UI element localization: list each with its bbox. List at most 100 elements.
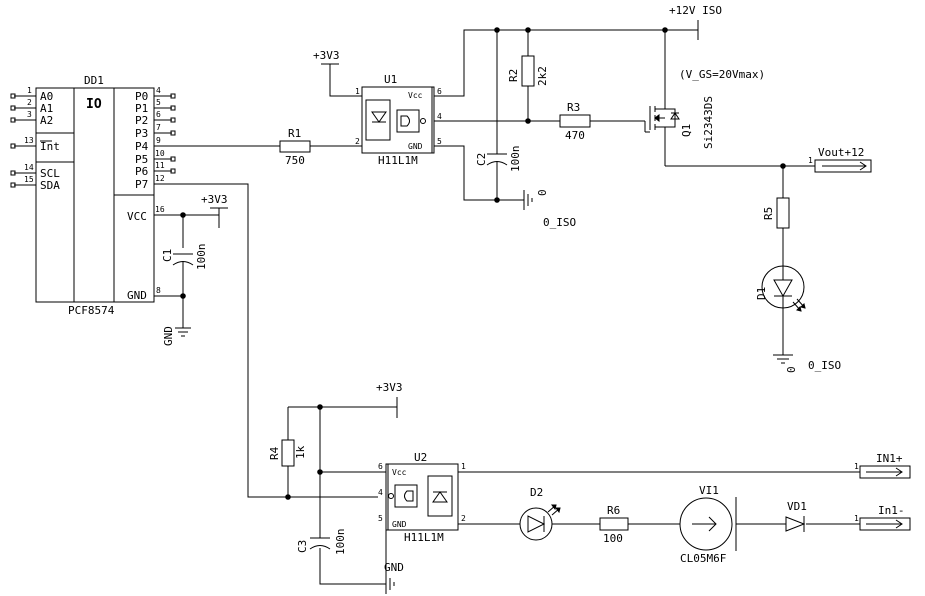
p3v3-label-a: +3V3 [201, 193, 228, 206]
vout-pin: 1 [808, 156, 813, 165]
dd1-vcc-num: 16 [155, 205, 165, 214]
iso-gnd-label: 0_ISO [543, 216, 576, 229]
c1-ref: C1 [161, 249, 174, 262]
r2-ref: R2 [507, 69, 520, 82]
dd1-part: PCF8574 [68, 304, 115, 317]
dd1-pin-name: P1 [135, 102, 148, 115]
r1-val: 750 [285, 154, 305, 167]
dd1-pin-name: SDA [40, 179, 60, 192]
vout-port[interactable]: 1 Vout+12 [808, 146, 872, 173]
q1-note: (V_GS=20Vmax) [679, 68, 765, 81]
dd1-pin-name: P5 [135, 153, 148, 166]
iso-ground-symbol: 0 0_ISO [523, 189, 576, 229]
r1-ref: R1 [288, 127, 301, 140]
c3-val: 100n [334, 529, 347, 556]
iso-gnd-label-2: 0_ISO [808, 359, 841, 372]
c2-ref: C2 [475, 153, 488, 166]
iso-gnd-sym: 0 [536, 189, 549, 196]
dd1-pin-num: 9 [156, 136, 161, 145]
c1-val: 100n [195, 244, 208, 271]
u1-ref: U1 [384, 73, 397, 86]
r4-val: 1k [294, 445, 307, 459]
d2-led[interactable]: D2 [519, 486, 561, 541]
u1-pin5: 5 [437, 137, 442, 146]
r3-ref: R3 [567, 101, 580, 114]
q1-mosfet[interactable]: Q1 Si2343DS (V_GS=20Vmax) [644, 30, 765, 166]
u2-ref: U2 [414, 451, 427, 464]
u2-pin6: 6 [378, 462, 383, 471]
d1-ref: D1 [755, 287, 768, 300]
c3-capacitor[interactable]: C3 100n [296, 529, 347, 556]
r5-resistor[interactable]: R5 [762, 197, 790, 266]
dd1-io-label: IO [86, 97, 102, 112]
in1-plus-port[interactable]: 1 IN1+ [854, 452, 911, 479]
vd1-diode[interactable]: VD1 [785, 500, 807, 532]
dd1-pin-num: 7 [156, 123, 161, 132]
dd1-pin-name: SCL [40, 167, 60, 180]
dd1-gnd-num: 8 [156, 286, 161, 295]
dd1-pin-name: P2 [135, 114, 148, 127]
vi1-current-regulator[interactable]: VI1 CL05M6F [679, 484, 737, 565]
u2-optocoupler[interactable]: U2 H11L1M Vcc GND 6 4 5 1 2 [378, 451, 466, 544]
p3v3-label-b: +3V3 [313, 49, 340, 62]
dd1-pin-num: 3 [27, 110, 32, 119]
gnd-symbol-b: GND [384, 561, 404, 594]
dd1-pin-name: P6 [135, 165, 148, 178]
u1-pin4: 4 [437, 112, 442, 121]
in1p-label: IN1+ [876, 452, 903, 465]
input-nets [458, 471, 860, 525]
q1-ref: Q1 [680, 124, 693, 137]
dd1-pin-name: P3 [135, 127, 148, 140]
r4-ref: R4 [268, 446, 281, 460]
d1-led[interactable]: D1 [755, 265, 806, 355]
c2-val: 100n [509, 146, 522, 173]
r3-val: 470 [565, 129, 585, 142]
dd1-pin-num: 1 [27, 86, 32, 95]
iso-gnd-sym-2: 0 [785, 366, 798, 373]
dd1-pin-num: 11 [155, 161, 165, 170]
vout-label: Vout+12 [818, 146, 864, 159]
r6-resistor[interactable]: R6 100 [599, 504, 629, 545]
r6-ref: R6 [607, 504, 620, 517]
r3-resistor[interactable]: R3 470 [559, 101, 645, 142]
u1-gnd: GND [408, 142, 423, 151]
dd1-pin-name: P7 [135, 178, 148, 191]
r4-resistor[interactable]: R4 1k [268, 439, 307, 467]
dd1-ic[interactable]: DD1 IO PCF8574 [35, 74, 155, 317]
in1m-label: In1- [878, 504, 905, 517]
u1-optocoupler[interactable]: U1 H11L1M Vcc GND 1 2 6 4 5 [355, 73, 442, 167]
u1-vcc: Vcc [408, 91, 423, 100]
u2-gnd: GND [392, 520, 407, 529]
d2-ref: D2 [530, 486, 543, 499]
p12v-iso-label: +12V ISO [669, 4, 722, 17]
dd1-gnd-name: GND [127, 289, 147, 302]
dd1-left-pins: 1 A0 2 A1 3 A2 13 Int 14 SCL 15 SDA [10, 86, 60, 192]
dd1-pin-name: P0 [135, 90, 148, 103]
r1-resistor[interactable]: R1 750 [279, 127, 362, 167]
vd1-ref: VD1 [787, 500, 807, 513]
vi1-part: CL05M6F [680, 552, 726, 565]
in1-minus-port[interactable]: 1 In1- [854, 504, 911, 531]
dd1-pin-name: A2 [40, 114, 53, 127]
u2-pin1: 1 [461, 462, 466, 471]
u2-pin2: 2 [461, 514, 466, 523]
dd1-pin-num: 12 [155, 174, 165, 183]
r2-resistor[interactable]: R2 2k2 [507, 30, 549, 121]
dd1-ref: DD1 [84, 74, 104, 87]
dd1-vcc-name: VCC [127, 210, 147, 223]
r2-val: 2k2 [536, 66, 549, 86]
dd1-pin-num: 5 [156, 98, 161, 107]
u2-vcc: Vcc [392, 468, 407, 477]
dd1-pin-name: Int [40, 140, 60, 153]
c2-capacitor[interactable]: C2 100n [475, 30, 522, 200]
dd1-pin-num: 2 [27, 98, 32, 107]
dd1-pin-num: 6 [156, 110, 161, 119]
in1m-pin: 1 [854, 514, 859, 523]
c3-ref: C3 [296, 540, 309, 553]
dd1-pin-name: A0 [40, 90, 53, 103]
dd1-pin-name: P4 [135, 140, 149, 153]
dd1-pin-name: A1 [40, 102, 53, 115]
dd1-pin-num: 4 [156, 86, 161, 95]
dd1-pin-num: 14 [24, 163, 34, 172]
